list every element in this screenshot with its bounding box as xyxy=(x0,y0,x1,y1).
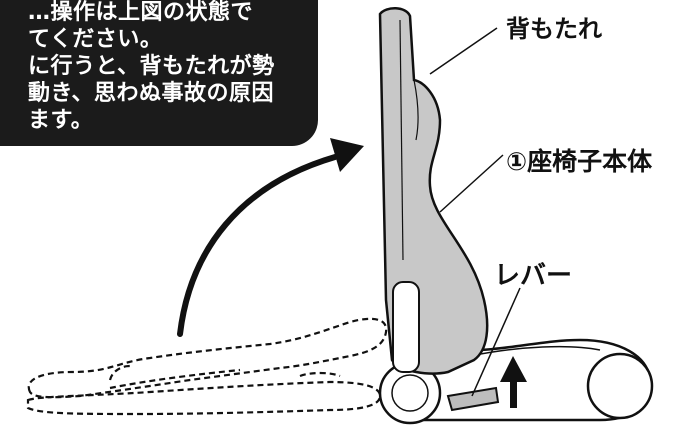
warning-box: …操作は上図の状態で てください。 に行うと、背もたれが勢 動き、思わぬ事故の原… xyxy=(0,0,318,146)
warning-line-4: 動き、思わぬ事故の原因 xyxy=(28,81,274,106)
backrest-shape xyxy=(378,7,489,375)
backrest-label: 背もたれ xyxy=(506,15,602,43)
lever xyxy=(446,386,500,412)
rotation-arrow-icon xyxy=(177,138,364,337)
warning-line-2: てください。 xyxy=(28,27,163,52)
warning-line-3: に行うと、背もたれが勢 xyxy=(28,54,275,79)
seat-body-label: ①座椅子本体 xyxy=(506,147,653,176)
warning-line-1: …操作は上図の状態で xyxy=(28,0,254,25)
warning-line-5: ます。 xyxy=(28,108,94,133)
folded-seat-outline xyxy=(26,317,388,416)
lever-label: レバー xyxy=(494,261,573,291)
lift-arrow-icon xyxy=(500,356,527,408)
leader-lines xyxy=(429,27,521,397)
